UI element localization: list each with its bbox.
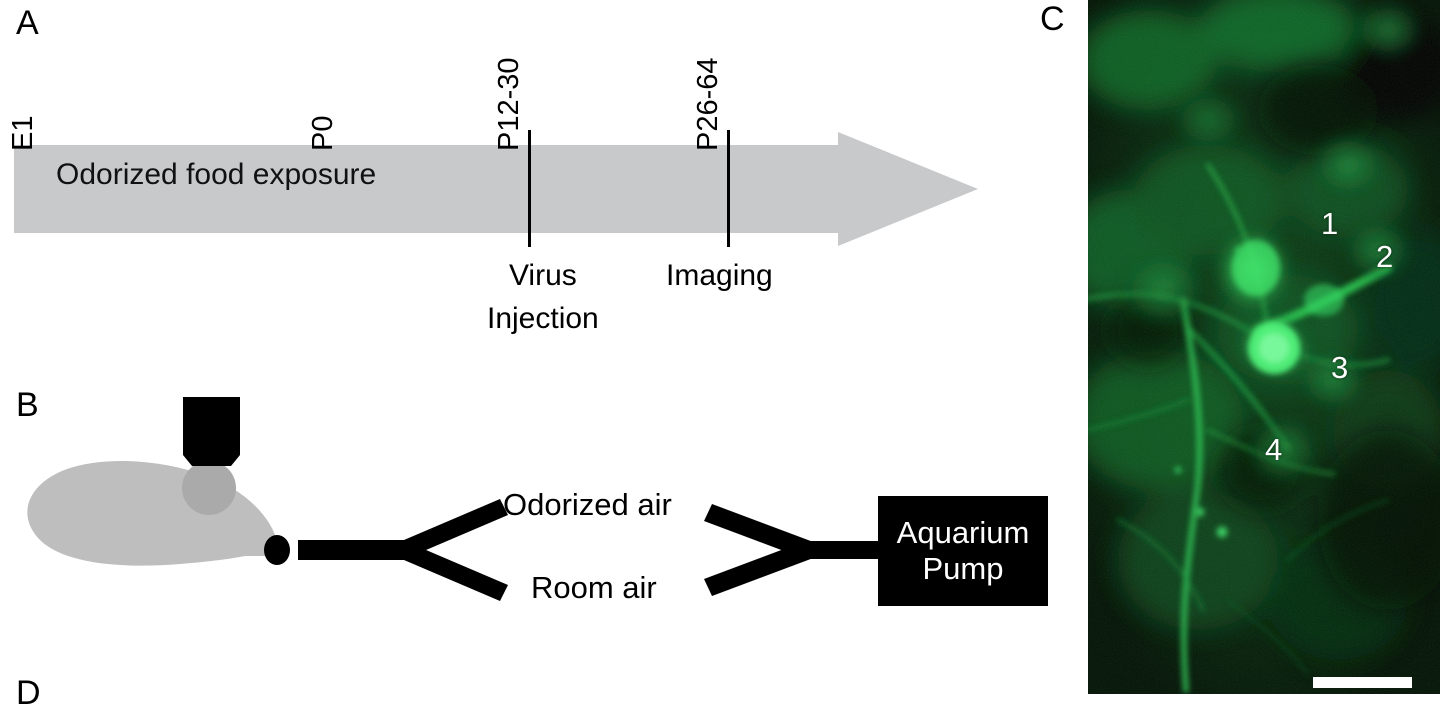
panel-letter-d: D bbox=[16, 674, 41, 712]
timeline-arrow bbox=[14, 132, 978, 246]
aquarium-pump-label-line1: Aquarium bbox=[896, 515, 1030, 551]
event-label-imaging: Imaging bbox=[666, 255, 773, 298]
two-photon-micrograph bbox=[1088, 0, 1440, 694]
tick-line-imaging bbox=[727, 130, 730, 247]
scale-bar bbox=[1313, 677, 1412, 688]
cell-number-2: 2 bbox=[1376, 239, 1394, 274]
age-label-p12-30: P12-30 bbox=[493, 57, 525, 151]
cell-number-3: 3 bbox=[1331, 350, 1349, 385]
odorized-air-label: Odorized air bbox=[503, 487, 672, 522]
event-label-virus-line1: Virus bbox=[508, 259, 577, 292]
aquarium-pump-box: Aquarium Pump bbox=[878, 496, 1048, 606]
event-label-imaging-line1: Imaging bbox=[666, 259, 773, 292]
event-label-virus-line2: Injection bbox=[487, 301, 599, 335]
panel-letter-b: B bbox=[16, 386, 39, 424]
cell-number-1: 1 bbox=[1321, 206, 1339, 241]
aquarium-pump-label-line2: Pump bbox=[922, 551, 1004, 586]
age-label-e1: E1 bbox=[7, 115, 39, 151]
event-label-virus-injection: Virus Injection bbox=[487, 255, 599, 340]
odorized-food-exposure-label: Odorized food exposure bbox=[56, 158, 377, 191]
figure-canvas: A Odorized food exposure E1 P0 P12-30 P2… bbox=[7, 0, 1440, 710]
panel-letter-a: A bbox=[16, 4, 39, 42]
age-label-p0: P0 bbox=[307, 115, 339, 151]
panel-letter-c: C bbox=[1040, 0, 1065, 38]
room-air-label: Room air bbox=[531, 570, 657, 605]
head-fixed-imaging-setup-diagram bbox=[27, 397, 882, 601]
cell-number-4: 4 bbox=[1265, 432, 1283, 467]
age-label-p26-64: P26-64 bbox=[692, 57, 724, 151]
tick-line-virus-injection bbox=[528, 130, 531, 247]
